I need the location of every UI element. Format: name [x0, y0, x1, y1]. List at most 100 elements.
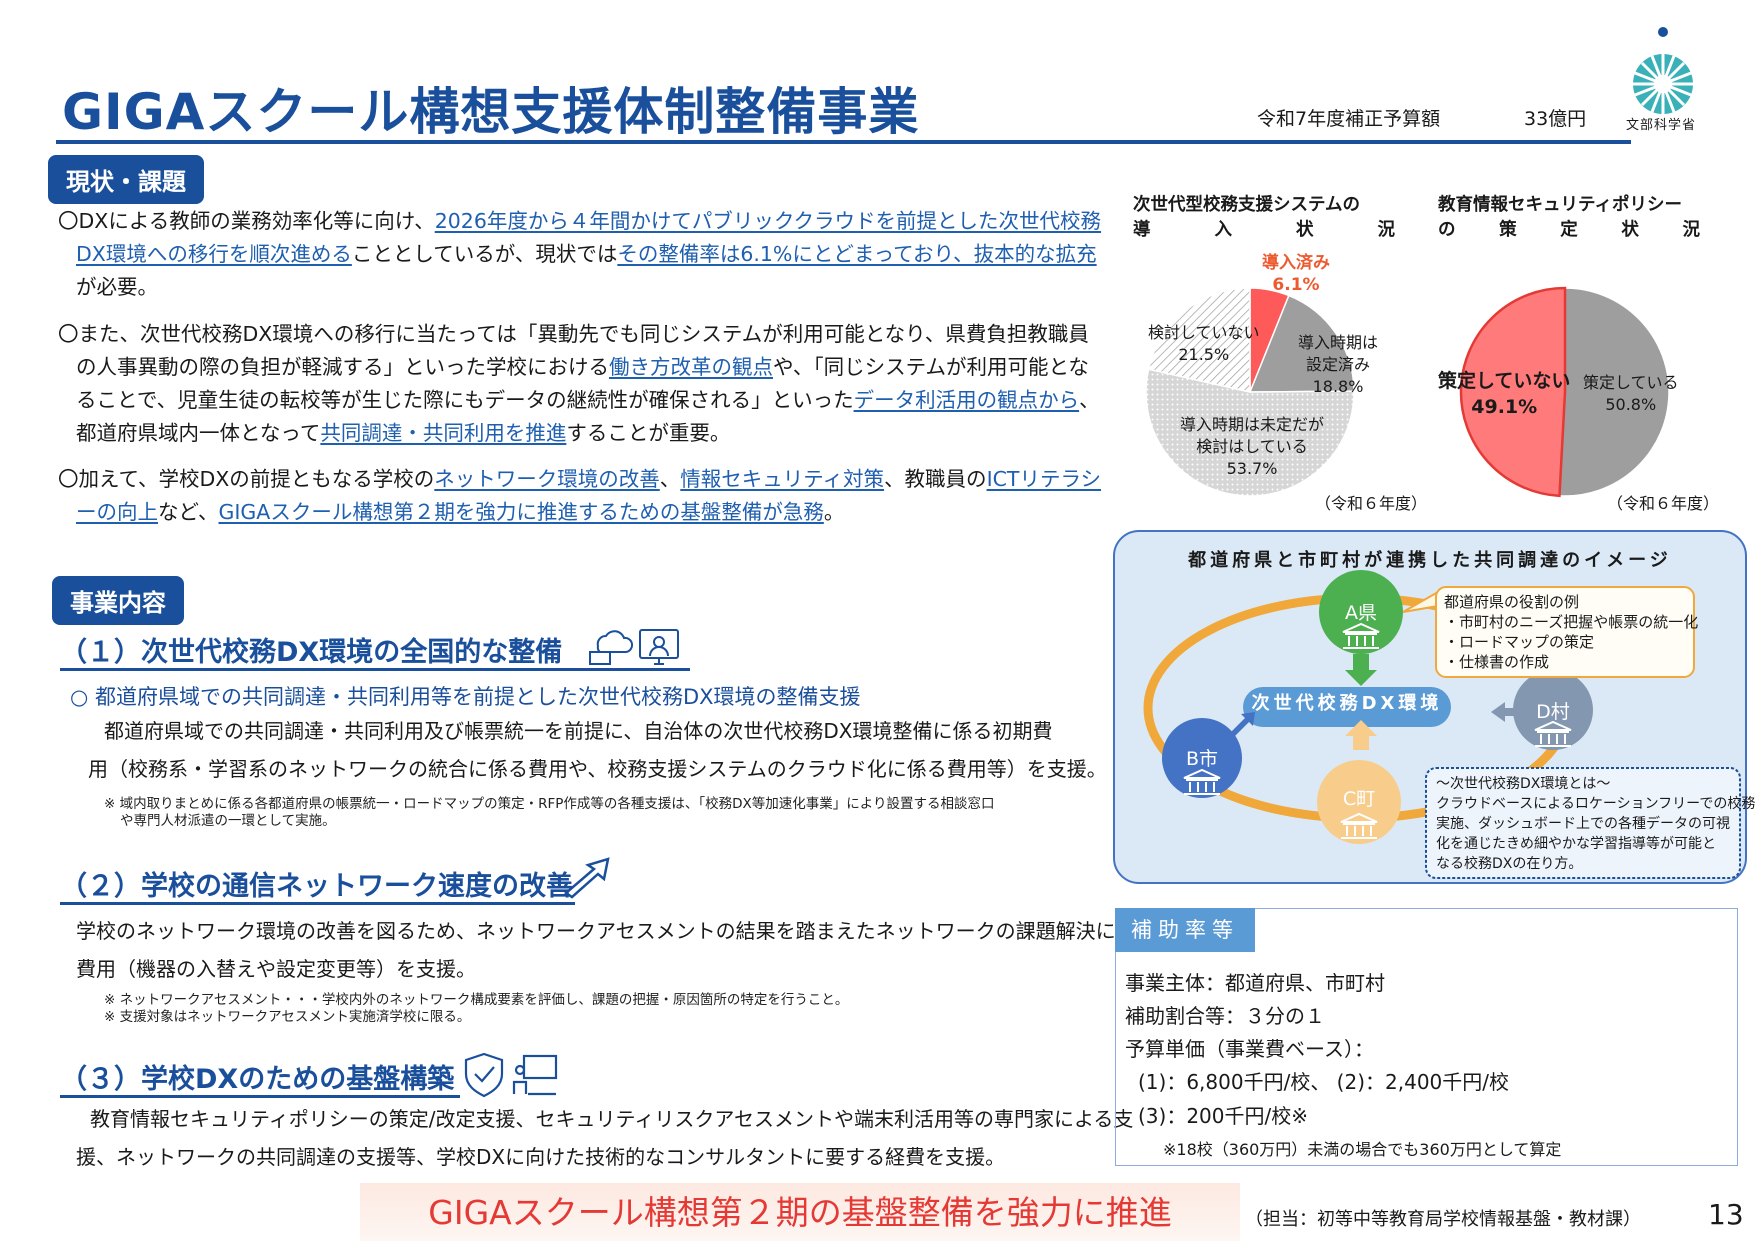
text: 〇加えて、学校DXの前提ともなる学校の	[58, 467, 435, 491]
highlight: 2026年度から４年間かけてパブリッククラウドを前提とした次世代校務DX環境への…	[76, 209, 1102, 266]
highlight: 情報セキュリティ対策	[680, 467, 885, 491]
slice-label: 策定している	[1583, 373, 1679, 392]
pie1-title-line2: 導 入 状 況	[1133, 218, 1395, 243]
highlight: 働き方改革の観点	[609, 355, 773, 379]
subsidy-note: ※18校（360万円）未満の場合でも360万円として算定	[1163, 1140, 1562, 1159]
pie1-label-introduced: 導入済み 6.1%	[1262, 252, 1330, 296]
shield-presenter-icon	[464, 1052, 558, 1098]
text: 、都道府県域内一体となって	[76, 388, 1100, 445]
node-d-label: D村	[1536, 701, 1570, 723]
role-item: ・ロードマップの策定	[1444, 633, 1595, 651]
highlight: 共同調達・共同利用を推進	[320, 421, 567, 445]
pie-slice	[1145, 368, 1355, 497]
slice-value: 53.7%	[1226, 459, 1278, 478]
highlight: その整備率は6.1%にとどまっており、抜本的な拡充	[617, 242, 1097, 266]
ministry-name: 文部科学省	[1626, 118, 1697, 133]
title-char: 況	[1377, 220, 1396, 240]
text: が必要。	[76, 275, 158, 299]
role-item: ・仕様書の作成	[1444, 653, 1550, 671]
subsidy-unit-3: (3)：200千円/校※	[1138, 1104, 1308, 1128]
pie2-chart	[1459, 286, 1670, 498]
section1-note2: や専門人材派遣の一環として実施。	[120, 813, 336, 829]
slice-label: 策定していない	[1438, 370, 1571, 392]
ministry-logo-icon	[1633, 27, 1693, 114]
pie2-title-line2: の 策 定 状 況	[1438, 218, 1700, 243]
slice-value: 6.1%	[1272, 275, 1320, 295]
section1-body2: 用（校務系・学習系のネットワークの統合に係る費用や、校務支援システムのクラウド化…	[88, 757, 1107, 781]
pie2-title: 教育情報セキュリティポリシー の 策 定 状 況	[1438, 193, 1700, 243]
text: 。	[823, 500, 845, 524]
dx-def-line: クラウドベースによるロケーションフリーでの校務	[1436, 796, 1755, 812]
section-tag-business: 事業内容	[52, 576, 184, 625]
pie2-title-line1: 教育情報セキュリティポリシー	[1438, 195, 1682, 215]
title-char: の	[1438, 220, 1456, 240]
section1-note1: ※ 域内取りまとめに係る各都道府県の帳票統一・ロードマップの策定・RFP作成等の…	[104, 796, 995, 812]
dx-definition: ～次世代校務DX環境とは～ クラウドベースによるロケーションフリーでの校務 実施…	[1436, 774, 1755, 874]
collab-title: 都道府県と市町村が連携した共同調達のイメージ	[1188, 550, 1672, 571]
text: 、	[659, 467, 681, 491]
title-char: 策	[1499, 220, 1517, 240]
section3-body2: 援、ネットワークの共同調達の支援等、学校DXに向けた技術的なコンサルタントに要す…	[76, 1145, 1006, 1169]
issue-paragraph-2: 〇また、次世代校務DX環境への移行に当たっては「異動先でも同じシステムが利用可能…	[58, 318, 1108, 450]
node-c-label: C町	[1342, 788, 1376, 810]
text: など、	[158, 500, 219, 524]
slice-label: 設定済み	[1306, 355, 1371, 374]
title-divider	[56, 140, 1631, 144]
collab-center-label: 次世代校務DX環境	[1251, 693, 1443, 714]
pie1-year-note: （令和６年度）	[1315, 494, 1428, 513]
pie2-label-not-established: 策定していない 49.1%	[1438, 368, 1570, 420]
slice-value: 49.1%	[1471, 396, 1538, 418]
contact-info: （担当：初等中等教育局学校情報基盤・教材課）	[1245, 1209, 1641, 1230]
pie2-label-established: 策定している 50.8%	[1583, 372, 1679, 416]
text: することが重要。	[566, 421, 731, 445]
role-item: ・市町村のニーズ把握や帳票の統一化	[1444, 613, 1699, 631]
roles-title: 都道府県の役割の例	[1444, 593, 1580, 611]
title-char: 定	[1560, 220, 1578, 240]
budget-value: 33億円	[1524, 108, 1587, 130]
highlight: ICTリテラシーの向上	[76, 467, 1102, 524]
pie-slice	[1558, 287, 1670, 497]
footer-banner-text: GIGAスクール構想第２期の基盤整備を強力に推進	[428, 1193, 1172, 1232]
section-tag-current: 現状・課題	[48, 155, 204, 204]
title-char: 入	[1214, 220, 1233, 240]
section1-body1: 都道府県域での共同調達・共同利用及び帳票統一を前提に、自治体の次世代校務DX環境…	[104, 719, 1053, 743]
trend-arrow-icon	[563, 857, 610, 899]
dx-def-line: ～次世代校務DX環境とは～	[1436, 776, 1611, 792]
dx-def-line: 実施、ダッシュボード上での各種データの可視	[1436, 816, 1730, 832]
section2-body1: 学校のネットワーク環境の改善を図るため、ネットワークアセスメントの結果を踏まえた…	[76, 919, 1196, 943]
subsidy-entity: 事業主体：都道府県、市町村	[1125, 971, 1385, 995]
section3-body1: 教育情報セキュリティポリシーの策定/改定支援、セキュリティリスクアセスメントや端…	[90, 1107, 1134, 1131]
pie1-label-time-set: 導入時期は 設定済み 18.8%	[1298, 332, 1378, 398]
slice-value: 21.5%	[1178, 345, 1230, 364]
subsidy-unit-12: (1)：6,800千円/校、 (2)：2,400千円/校	[1138, 1070, 1510, 1094]
section3-underline	[60, 1095, 460, 1098]
section2-note2: ※ 支援対象はネットワークアセスメント実施済学校に限る。	[104, 1009, 471, 1025]
pie-slice	[1248, 294, 1355, 393]
section1-heading: （１）次世代校務DX環境の全国的な整備	[60, 637, 563, 668]
prefecture-roles: 都道府県の役割の例 ・市町村のニーズ把握や帳票の統一化 ・ロードマップの策定 ・…	[1444, 592, 1698, 672]
pie1-label-considering: 導入時期は未定だが 検討はしている 53.7%	[1180, 414, 1324, 480]
subsidy-ratio: 補助割合等：３分の１	[1125, 1004, 1325, 1028]
page-number: 13	[1708, 1198, 1744, 1231]
pie1-label-not-considering: 検討していない 21.5%	[1148, 322, 1260, 366]
section2-note1: ※ ネットワークアセスメント・・・学校内外のネットワーク構成要素を評価し、課題の…	[104, 992, 849, 1008]
pie1-title-line1: 次世代型校務支援システムの	[1133, 195, 1360, 215]
highlight: GIGAスクール構想第２期を強力に推進するための基盤整備が急務	[218, 500, 824, 524]
slice-label: 検討はしている	[1196, 437, 1308, 456]
title-char: 状	[1621, 220, 1639, 240]
pie-slice	[1147, 287, 1251, 393]
slice-label: 導入済み	[1262, 253, 1330, 273]
text: 〇また、次世代校務DX環境への移行に当たっては「異動先でも同じシステムが利用可能…	[58, 322, 1089, 379]
section1-sub: ○ 都道府県域での共同調達・共同利用等を前提とした次世代校務DX環境の整備支援	[70, 685, 861, 709]
section2-heading: （２）学校の通信ネットワーク速度の改善	[60, 871, 573, 902]
slice-label: 導入時期は未定だが	[1180, 415, 1325, 434]
footer-banner-bg	[360, 1183, 1240, 1241]
title-char: 況	[1682, 220, 1701, 240]
pie1-chart	[1145, 287, 1355, 497]
slice-label: 検討していない	[1148, 323, 1260, 342]
slice-label: 導入時期は	[1298, 333, 1379, 352]
highlight: データ利活用の観点から	[853, 388, 1080, 412]
node-b-label: B市	[1185, 748, 1219, 770]
cloud-computer-icon	[589, 629, 679, 665]
section1-underline	[60, 668, 690, 671]
